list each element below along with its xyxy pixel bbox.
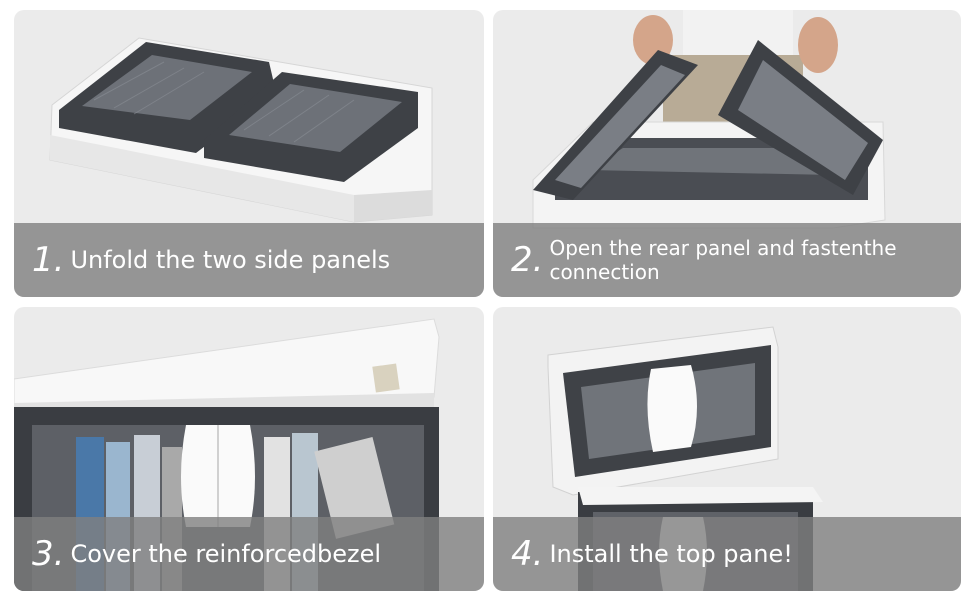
step-3-panel: 3. Cover the reinforcedbezel [14,307,484,591]
step-3-text: Cover the reinforcedbezel [70,539,382,568]
step-2-panel: 2. Open the rear panel and fastenthe con… [493,10,961,297]
step-4-number: 4. [511,534,544,574]
step-4-text: Install the top pane! [549,539,793,568]
step-1-number: 1. [32,240,65,280]
step-1-panel: 1. Unfold the two side panels [14,10,484,297]
step-2-number: 2. [511,240,544,280]
step-1-text: Unfold the two side panels [70,245,391,274]
step-3-caption: 3. Cover the reinforcedbezel [14,517,484,591]
step-3-number: 3. [32,534,65,574]
step-2-photo [532,10,886,229]
step-4-caption: 4. Install the top pane! [493,517,961,591]
step-1-photo [49,37,433,223]
step-4-panel: 4. Install the top pane! [493,307,961,591]
step-1-caption: 1. Unfold the two side panels [14,223,484,297]
step-2-text: Open the rear panel and fastenthe connec… [549,236,897,284]
step-2-caption: 2. Open the rear panel and fastenthe con… [493,223,961,297]
